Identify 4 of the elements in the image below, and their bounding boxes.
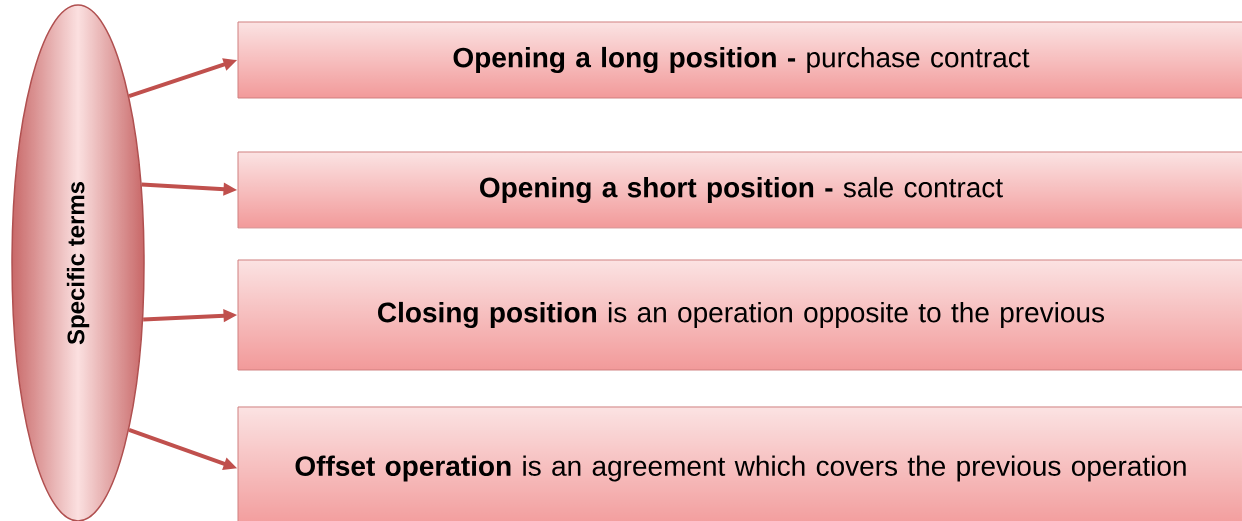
term-box: Closing position is an operation opposite to the previous — [237, 259, 1242, 371]
term-box: Offset operation is an agreement which covers the previous operation — [237, 406, 1242, 521]
term-box: Opening a short position - sale contract — [237, 151, 1242, 229]
term-box: Opening a long position - purchase contract — [237, 21, 1242, 99]
